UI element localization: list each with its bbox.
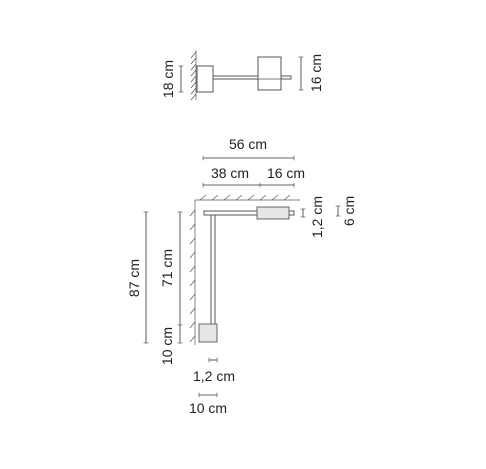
top-view-wall: [190, 50, 197, 101]
head-height-label: 6 cm: [341, 196, 357, 226]
top-view-head-label: 16 cm: [308, 54, 324, 92]
top-view: 18 cm 16 cm: [160, 50, 324, 101]
front-view-head: [256, 206, 290, 220]
base-height-label: 10 cm: [159, 327, 175, 365]
front-view-wall: [189, 194, 300, 345]
arm-thickness-label: 1,2 cm: [309, 196, 325, 238]
mast-length-label: 71 cm: [159, 249, 175, 287]
arm-length-label: 38 cm: [211, 165, 249, 181]
top-view-head: [257, 56, 282, 91]
overall-height-label: 87 cm: [126, 259, 142, 297]
overall-width-label: 56 cm: [229, 136, 267, 152]
head-length-label: 16 cm: [267, 165, 305, 181]
front-view: 56 cm 38 cm 16 cm 1,2 cm 6 cm 87 cm 71 c…: [126, 136, 357, 416]
base-width-label: 10 cm: [189, 400, 227, 416]
front-view-base: [198, 323, 218, 343]
front-view-arm: [203, 210, 295, 216]
top-view-height-label: 18 cm: [160, 60, 176, 98]
mast-thickness-label: 1,2 cm: [193, 368, 235, 384]
top-view-arm: [212, 75, 292, 80]
front-view-mast: [210, 211, 216, 325]
top-view-base: [196, 65, 214, 93]
